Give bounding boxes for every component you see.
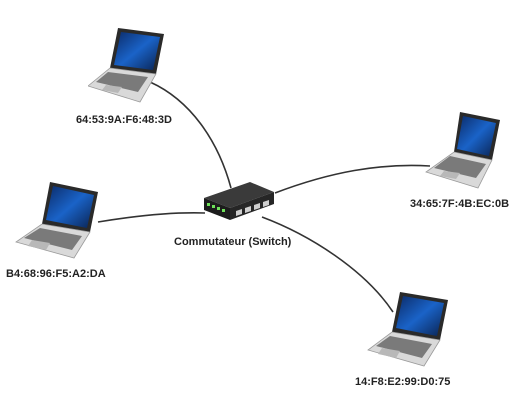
laptop-right[interactable] bbox=[420, 110, 500, 190]
mac-label-right: 34:65:7F:4B:EC:0B bbox=[410, 198, 510, 210]
laptop-icon bbox=[425, 112, 500, 189]
laptop-icon bbox=[367, 292, 448, 367]
cable-bottom-right bbox=[261, 216, 394, 313]
mac-label-bottom-right: 14:F8:E2:99:D0:75 bbox=[355, 376, 451, 388]
mac-label-left: B4:68:96:F5:A2:DA bbox=[6, 268, 106, 280]
laptop-left[interactable] bbox=[14, 180, 98, 260]
mac-label-top-left: 64:53:9A:F6:48:3D bbox=[76, 114, 172, 126]
laptop-top-left[interactable] bbox=[87, 26, 168, 106]
switch-label: Commutateur (Switch) bbox=[174, 236, 292, 248]
cable-left bbox=[97, 212, 206, 223]
network-switch[interactable] bbox=[200, 178, 278, 224]
cable-top-left bbox=[149, 81, 232, 189]
cable-right bbox=[274, 164, 431, 194]
laptop-icon bbox=[87, 28, 164, 103]
laptop-icon bbox=[15, 182, 98, 259]
laptop-bottom-right[interactable] bbox=[366, 290, 450, 370]
network-switch-icon bbox=[204, 182, 274, 220]
